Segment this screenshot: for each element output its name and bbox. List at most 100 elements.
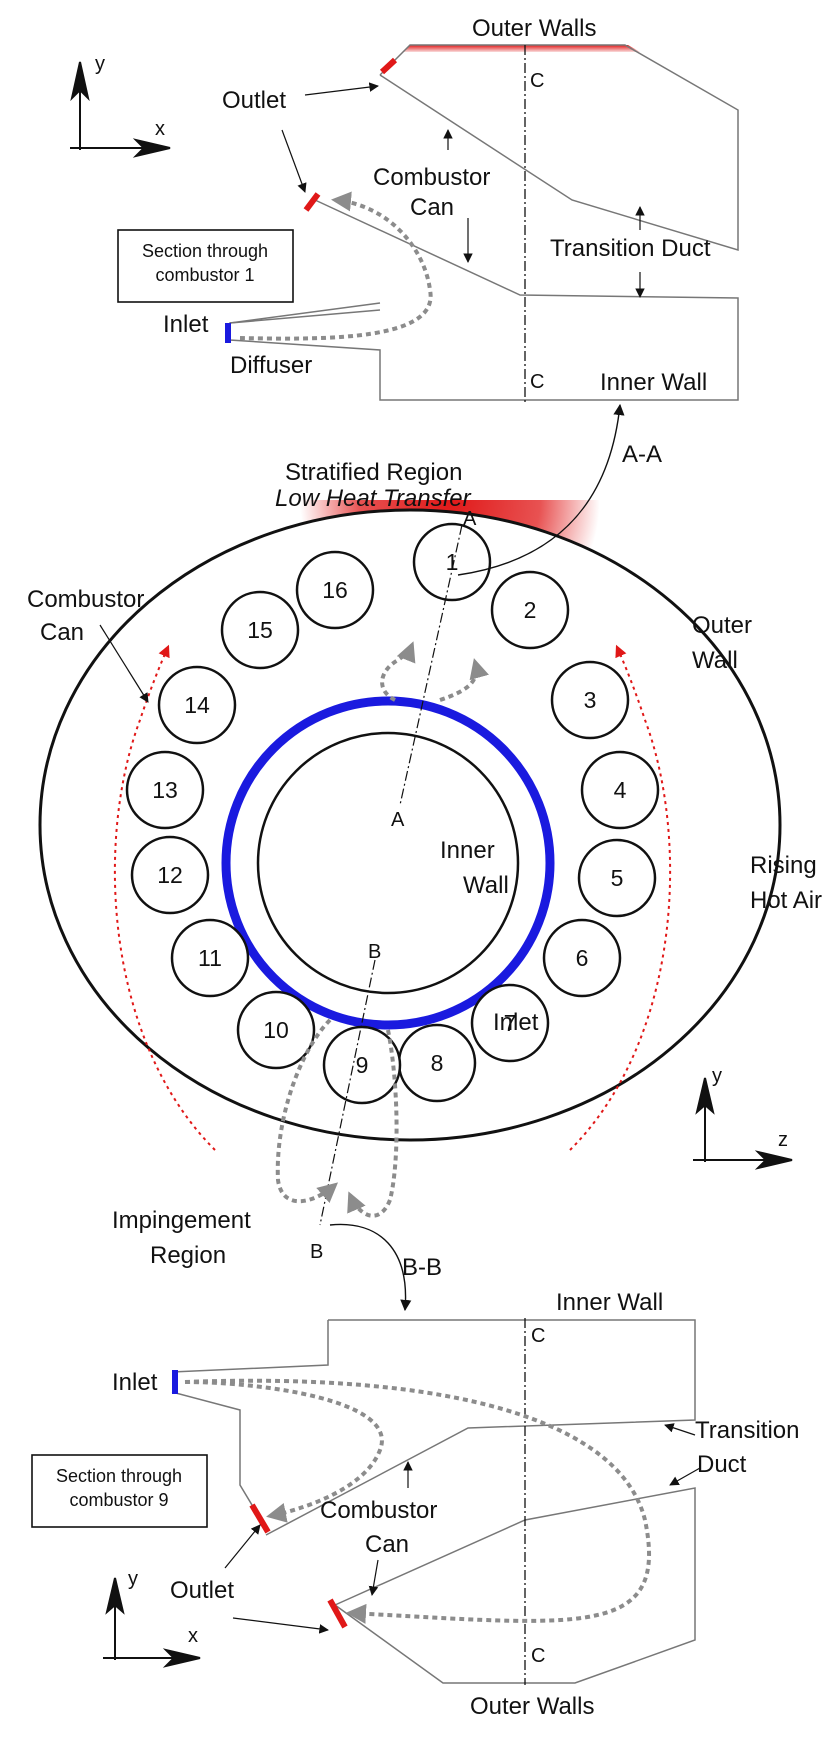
combustor-can-label-3: 3 bbox=[584, 687, 597, 713]
inner-wall-circle bbox=[256, 731, 520, 995]
section-line-a bbox=[399, 524, 463, 806]
combustor-can-label-11: 11 bbox=[198, 945, 222, 971]
bottom-transition-arrow-2 bbox=[669, 1467, 701, 1486]
top-axes bbox=[70, 61, 171, 158]
combustor-can-label-4: 4 bbox=[614, 777, 627, 803]
section-b-bottom: B bbox=[310, 1241, 323, 1263]
ring-inner-wall-label-1: Inner bbox=[440, 837, 495, 864]
ring-outer-wall-label-1: Outer bbox=[692, 612, 752, 639]
top-box-line1: Section through bbox=[142, 241, 268, 261]
top-inlet-label: Inlet bbox=[163, 311, 209, 338]
ring-outer-wall-label-2: Wall bbox=[692, 647, 738, 674]
ring-can-label-2: Can bbox=[40, 619, 84, 646]
bottom-axes bbox=[103, 1577, 201, 1668]
impingement-flow-left bbox=[275, 1018, 339, 1204]
top-can-label-2: Can bbox=[410, 194, 454, 221]
top-c-bottom: C bbox=[530, 371, 544, 393]
impingement-label-2: Region bbox=[150, 1242, 226, 1269]
top-outlet-label: Outlet bbox=[222, 87, 286, 114]
top-hot-outer-wall bbox=[402, 45, 640, 52]
top-c-top: C bbox=[530, 70, 544, 92]
top-section-box bbox=[117, 229, 294, 303]
combustor-can-1 bbox=[412, 522, 492, 602]
section-b-center: B bbox=[368, 941, 381, 963]
combustor-can-13 bbox=[125, 750, 205, 830]
combustor-can-9 bbox=[322, 1025, 402, 1105]
combustor-can-label-14: 14 bbox=[184, 692, 210, 718]
top-box-line2: combustor 1 bbox=[155, 265, 254, 285]
bottom-can-label-1: Combustor bbox=[320, 1497, 437, 1524]
top-can-label-1: Combustor bbox=[373, 164, 490, 191]
top-axis-y: y bbox=[95, 53, 105, 75]
combustor-can-label-8: 8 bbox=[431, 1050, 444, 1076]
impingement-flow-right bbox=[347, 1029, 399, 1218]
rising-air-right bbox=[569, 644, 672, 1151]
stratified-label-2: Low Heat Transfer bbox=[275, 485, 472, 512]
top-flow-path bbox=[239, 191, 433, 341]
combustor-can-4 bbox=[580, 750, 660, 830]
ring-inlet-label: Inlet bbox=[493, 1009, 539, 1036]
ring-inner-wall-label-2: Wall bbox=[463, 872, 509, 899]
bottom-axis-y: y bbox=[128, 1568, 138, 1590]
view-bb-label: B-B bbox=[402, 1254, 442, 1281]
combustor-can-5 bbox=[577, 838, 657, 918]
combustor-can-label-13: 13 bbox=[152, 777, 178, 803]
bottom-inner-wall-outline bbox=[265, 1319, 696, 1536]
top-outlet-upper bbox=[379, 57, 398, 75]
bottom-diffuser-outline bbox=[171, 1320, 329, 1511]
bottom-outlet-lower bbox=[327, 1598, 348, 1629]
top-outlet-lower bbox=[303, 192, 321, 212]
combustor-can-14 bbox=[157, 665, 237, 745]
combustor-can-label-5: 5 bbox=[611, 865, 624, 891]
view-aa-label: A-A bbox=[622, 441, 662, 468]
outer-wall-circle bbox=[38, 508, 782, 1142]
bottom-box-line2: combustor 9 bbox=[69, 1490, 168, 1510]
combustor-can-16 bbox=[295, 550, 375, 630]
stratified-label-1: Stratified Region bbox=[285, 459, 462, 486]
bottom-outlet-label: Outlet bbox=[170, 1577, 234, 1604]
bottom-transition-label-1: Transition bbox=[695, 1417, 799, 1444]
ring-can-label-1: Combustor bbox=[27, 586, 144, 613]
bottom-section: Section through combustor 9 y x Inner Wa… bbox=[31, 1289, 799, 1720]
combustor-can-label-7: 7 bbox=[504, 1010, 517, 1036]
combustor-can-3 bbox=[550, 660, 630, 740]
combustor-can-label-6: 6 bbox=[576, 945, 589, 971]
top-transition-label: Transition Duct bbox=[550, 235, 711, 262]
combustor-can-label-16: 16 bbox=[322, 577, 348, 603]
bottom-outlet-upper bbox=[249, 1503, 271, 1534]
bottom-inlet-label: Inlet bbox=[112, 1369, 158, 1396]
top-inner-wall-label: Inner Wall bbox=[600, 369, 707, 396]
bottom-c-bottom: C bbox=[531, 1645, 545, 1667]
section-line-b bbox=[319, 959, 376, 1226]
section-a-top: A bbox=[463, 508, 477, 530]
top-diffuser-label: Diffuser bbox=[230, 352, 312, 379]
combustor-can-11 bbox=[170, 918, 250, 998]
view-bb-arrow bbox=[329, 1223, 412, 1312]
top-diffuser-lip bbox=[229, 302, 381, 324]
impingement-label-1: Impingement bbox=[112, 1207, 251, 1234]
combustor-can-label-9: 9 bbox=[356, 1052, 369, 1078]
bottom-section-box bbox=[31, 1454, 208, 1528]
ring-can-callout bbox=[99, 624, 149, 703]
flow-can1-right bbox=[439, 658, 489, 702]
combustor-can-label-2: 2 bbox=[524, 597, 537, 623]
combustor-can-12 bbox=[130, 835, 210, 915]
bottom-c-top: C bbox=[531, 1325, 545, 1347]
ring-axis-z: z bbox=[778, 1129, 788, 1151]
bottom-flow-long bbox=[184, 1378, 651, 1624]
bottom-inner-wall-label: Inner Wall bbox=[556, 1289, 663, 1316]
bottom-can-arrow-down bbox=[368, 1559, 379, 1596]
combustor-can-10 bbox=[236, 990, 316, 1070]
top-axis-x: x bbox=[155, 118, 165, 140]
top-duct-outline bbox=[379, 44, 739, 252]
top-outer-walls-label: Outer Walls bbox=[472, 15, 596, 42]
ring-axes bbox=[693, 1077, 793, 1170]
bottom-transition-label-2: Duct bbox=[697, 1451, 747, 1478]
top-outlet-arrow-1 bbox=[304, 82, 379, 96]
combustor-can-7 bbox=[470, 983, 550, 1063]
bottom-outlet-arrow-1 bbox=[224, 1524, 261, 1569]
ring-axis-y: y bbox=[712, 1065, 722, 1087]
view-aa-arrow bbox=[457, 403, 625, 576]
rising-air-left bbox=[113, 644, 216, 1151]
bottom-outer-walls-label: Outer Walls bbox=[470, 1693, 594, 1720]
